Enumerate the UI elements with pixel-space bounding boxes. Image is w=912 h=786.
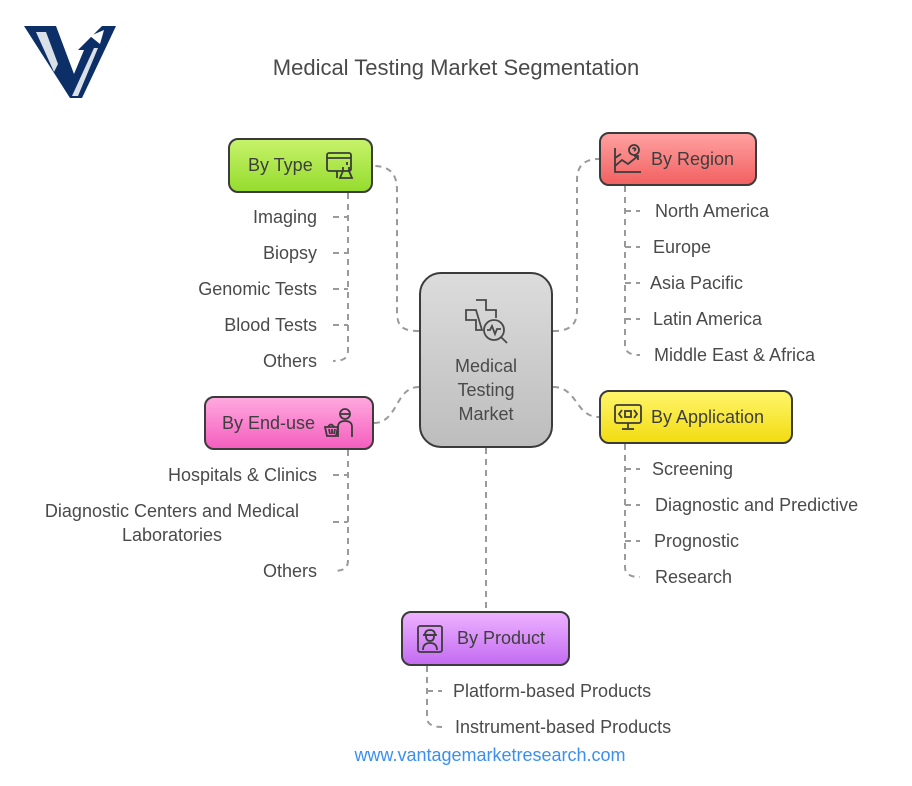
- enduse-item: Others: [262, 561, 317, 581]
- person-basket-icon: [323, 408, 353, 437]
- application-item: Screening: [652, 459, 734, 479]
- connector-region-spine: [624, 186, 641, 356]
- type-item: Others: [262, 351, 317, 371]
- segment-label: By End-use: [222, 412, 316, 433]
- vantage-logo-icon: [24, 26, 116, 98]
- segment-by-application[interactable]: By Application: [599, 390, 793, 444]
- medical-cross-search-icon: [465, 299, 508, 344]
- connector-center-app: [552, 386, 600, 418]
- application-item: Diagnostic and Predictive: [655, 495, 859, 515]
- segment-by-region[interactable]: By Region: [599, 132, 757, 186]
- region-item: Latin America: [653, 309, 763, 329]
- connector-app-spine: [624, 444, 641, 578]
- browser-flask-icon: [325, 151, 354, 179]
- segment-label: By Product: [457, 628, 546, 648]
- enduse-item: Hospitals & Clinics: [167, 465, 317, 485]
- enduse-item: Diagnostic Centers and Medical Laborator…: [44, 501, 300, 545]
- segment-by-type[interactable]: By Type: [228, 138, 373, 193]
- segment-label: By Type: [248, 155, 313, 175]
- product-item: Platform-based Products: [453, 681, 652, 701]
- monitor-code-icon: [614, 404, 642, 430]
- type-item: Imaging: [252, 207, 317, 227]
- product-item: Instrument-based Products: [455, 717, 672, 737]
- connector-center-enduse: [373, 386, 420, 424]
- region-item: Europe: [653, 237, 712, 257]
- page-title: Medical Testing Market Segmentation: [272, 55, 640, 80]
- type-item: Blood Tests: [224, 315, 317, 335]
- region-item: Middle East & Africa: [654, 345, 816, 365]
- worker-badge-icon: [417, 624, 443, 653]
- website-link[interactable]: www.vantagemarketresearch.com: [354, 745, 626, 765]
- region-item: North America: [655, 201, 770, 221]
- segment-label: By Region: [651, 148, 735, 169]
- center-label: Medical Testing Market: [454, 356, 518, 424]
- segment-by-product[interactable]: By Product: [401, 611, 570, 666]
- application-item: Prognostic: [654, 531, 740, 551]
- region-item: Asia Pacific: [650, 273, 744, 293]
- connector-enduse-spine: [332, 450, 349, 572]
- segment-by-enduse[interactable]: By End-use: [204, 396, 374, 450]
- connector-center-type: [372, 165, 420, 332]
- type-item: Genomic Tests: [198, 279, 317, 299]
- connector-type-spine: [332, 193, 349, 362]
- type-item: Biopsy: [262, 243, 317, 263]
- segment-label: By Application: [651, 406, 765, 427]
- connector-product-spine: [426, 666, 443, 728]
- connector-center-region: [552, 158, 600, 332]
- chart-question-icon: [614, 144, 641, 173]
- center-node-medical-testing-market[interactable]: Medical Testing Market: [419, 272, 553, 448]
- application-item: Research: [655, 567, 733, 587]
